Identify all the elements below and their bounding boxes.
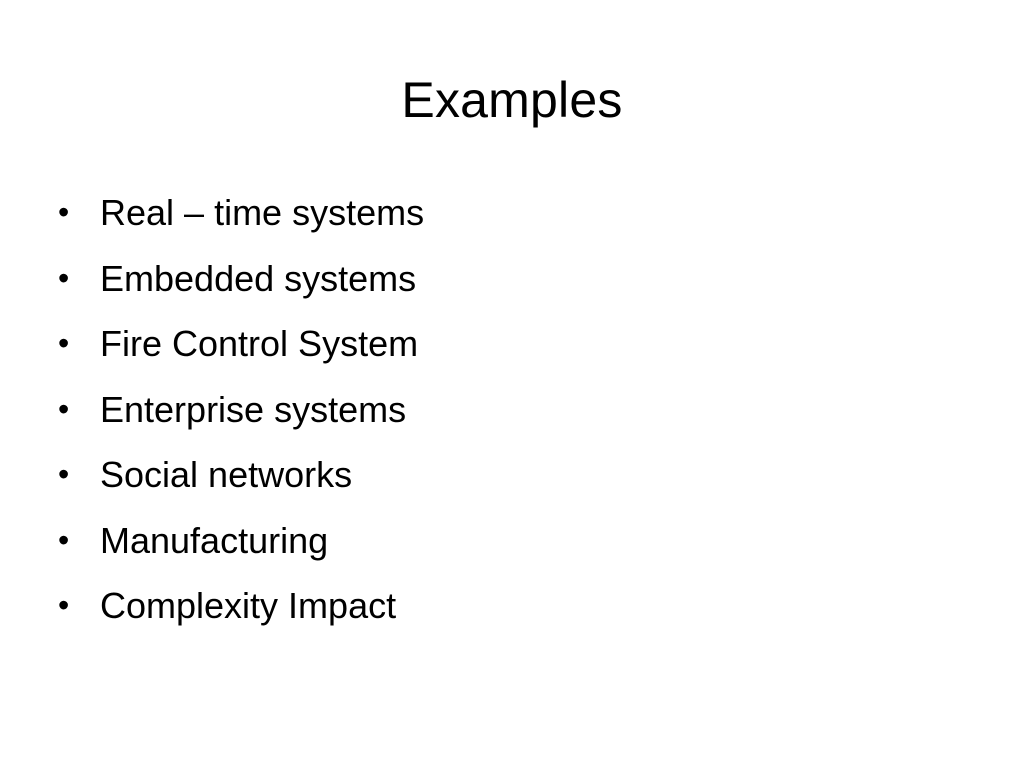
bullet-icon: • (58, 587, 70, 623)
list-item-text: Complexity Impact (100, 585, 397, 626)
list-item-text: Real – time systems (100, 192, 425, 233)
list-item: • Real – time systems (58, 180, 424, 246)
list-item: • Enterprise systems (58, 377, 424, 443)
bullet-icon: • (58, 325, 70, 361)
list-item: • Fire Control System (58, 311, 424, 377)
slide-title: Examples (401, 72, 623, 128)
bullet-icon: • (58, 390, 70, 427)
list-item-text: Manufacturing (100, 519, 329, 561)
list-item: • Social networks (58, 442, 424, 508)
list-item: • Embedded systems (58, 246, 424, 312)
list-item-text: Embedded systems (100, 257, 417, 299)
list-item-text: Fire Control System (100, 323, 419, 364)
bullet-list: • Real – time systems • Embedded systems… (58, 180, 424, 639)
bullet-icon: • (58, 194, 70, 230)
list-item: • Complexity Impact (58, 573, 424, 639)
bullet-icon: • (58, 259, 70, 296)
bullet-icon: • (58, 521, 70, 558)
list-item-text: Enterprise systems (100, 388, 407, 430)
list-item-text: Social networks (100, 454, 353, 495)
list-item: • Manufacturing (58, 508, 424, 574)
bullet-icon: • (58, 456, 70, 492)
